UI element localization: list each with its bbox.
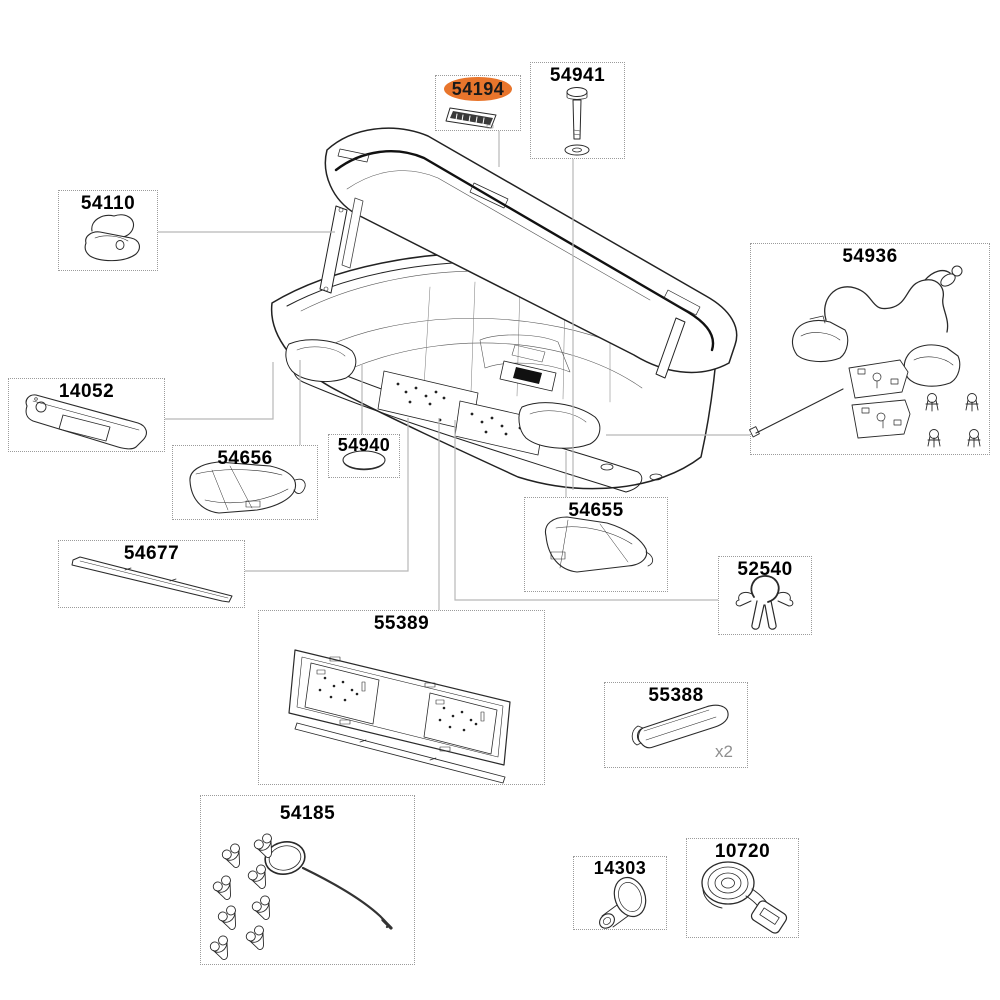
part-label: 54656 <box>217 448 273 469</box>
connector-14052 <box>165 362 274 420</box>
part-art-54656 <box>189 461 306 514</box>
plate-mount <box>377 360 557 456</box>
part-art-54677 <box>71 556 233 603</box>
part-art-54655 <box>544 516 654 573</box>
part-art-10720 <box>701 861 788 934</box>
part-label: 14303 <box>593 858 647 878</box>
lid-struts <box>319 197 686 379</box>
part-box-14052[interactable]: 14052 <box>8 378 165 452</box>
part-label: 55388 <box>648 685 704 706</box>
part-box-54110[interactable]: 54110 <box>58 190 158 271</box>
part-label: 54936 <box>842 246 898 267</box>
part-art-54185 <box>209 833 393 960</box>
part-box-14303[interactable]: 14303 <box>573 856 667 930</box>
part-label: 54185 <box>279 803 336 824</box>
part-box-54677[interactable]: 54677 <box>58 540 245 608</box>
part-label: 54194 <box>451 79 505 99</box>
part-art-54110 <box>84 214 140 262</box>
part-box-52540[interactable]: 52540 <box>718 556 812 635</box>
part-highlight-pill <box>444 77 512 101</box>
part-label: 14052 <box>58 381 115 402</box>
part-box-54656[interactable]: 54656 <box>172 445 318 520</box>
connector-52540 <box>454 420 718 601</box>
part-label: 54110 <box>80 193 136 214</box>
part-art-54194 <box>445 107 497 129</box>
part-art-54940 <box>342 450 386 471</box>
part-box-54185[interactable]: 54185 <box>200 795 415 965</box>
part-label: 55389 <box>373 613 430 634</box>
part-box-55388[interactable]: 55388 x2 <box>604 682 748 768</box>
part-label: 10720 <box>714 841 771 862</box>
part-box-54194[interactable]: 54194 <box>435 75 521 131</box>
part-art-55389 <box>288 649 511 784</box>
part-art-55388 <box>631 704 729 749</box>
part-box-54655[interactable]: 54655 <box>524 497 668 592</box>
part-label-54194-wrap: 54194 <box>436 77 520 103</box>
part-box-54940[interactable]: 54940 <box>328 434 400 478</box>
main-product-drawing <box>270 127 738 493</box>
part-label: 54677 <box>123 543 180 564</box>
part-label: 54940 <box>337 435 391 455</box>
part-art-54936 <box>749 265 981 448</box>
part-box-10720[interactable]: 10720 <box>686 838 799 938</box>
connector-lines <box>158 131 750 610</box>
lamp-recesses <box>285 339 601 449</box>
part-box-55389[interactable]: 55389 <box>258 610 545 785</box>
part-label: 52540 <box>737 559 793 580</box>
part-box-54936[interactable]: 54936 <box>750 243 990 455</box>
part-art-14052 <box>25 394 147 450</box>
box-lid <box>324 127 738 374</box>
part-label: 54655 <box>568 500 624 521</box>
part-label: 54941 <box>549 65 606 86</box>
part-art-14303 <box>599 876 647 929</box>
part-quantity-note: x2 <box>715 742 733 761</box>
connector-54677 <box>245 418 409 572</box>
part-art-54941 <box>564 87 590 156</box>
part-box-54941[interactable]: 54941 <box>530 62 625 159</box>
part-art-52540 <box>735 575 794 630</box>
